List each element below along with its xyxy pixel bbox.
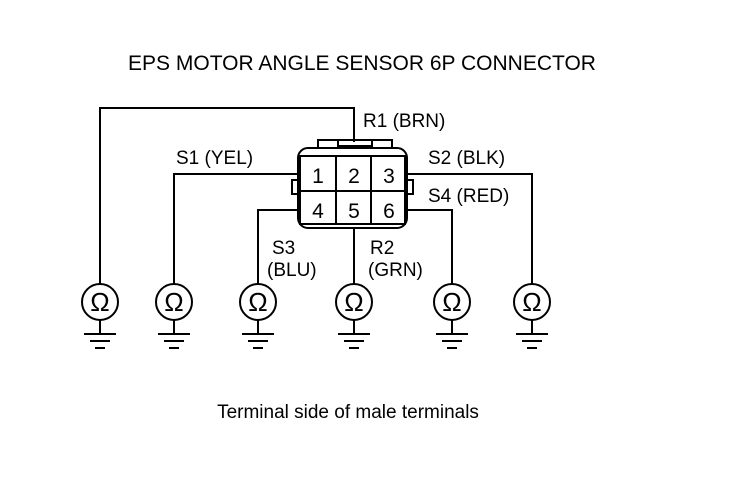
ohmmeter-r1: Ω xyxy=(81,283,119,349)
connector-6p: 1 2 3 4 5 6 xyxy=(291,139,414,229)
label-s2: S2 (BLK) xyxy=(428,148,505,169)
ohm-symbol: Ω xyxy=(442,287,461,317)
ground-icon xyxy=(516,333,548,349)
connector-rib-right xyxy=(407,179,414,195)
label-s3-line1: S3 xyxy=(272,238,295,259)
ohm-symbol: Ω xyxy=(344,287,363,317)
connector-rib-left xyxy=(291,179,298,195)
label-s3-line2: (BLU) xyxy=(267,260,317,281)
wire-s1 xyxy=(173,173,298,284)
ohmmeter-s4: Ω xyxy=(433,283,471,349)
label-r2-line2: (GRN) xyxy=(368,260,423,281)
pin-1: 1 xyxy=(312,165,324,188)
ohmmeter-s2: Ω xyxy=(513,283,551,349)
ohm-symbol: Ω xyxy=(248,287,267,317)
label-r2-line1: R2 xyxy=(370,238,394,259)
diagram-caption: Terminal side of male terminals xyxy=(217,402,479,423)
ohmmeter-s1: Ω xyxy=(155,283,193,349)
ground-icon xyxy=(436,333,468,349)
wire-s3 xyxy=(257,209,298,284)
ground-icon xyxy=(338,333,370,349)
ohmmeter-s3: Ω xyxy=(239,283,277,349)
pin-2: 2 xyxy=(348,165,360,188)
label-r1: R1 (BRN) xyxy=(363,111,445,132)
wire-s4 xyxy=(407,209,453,284)
wire-r1 xyxy=(99,107,355,284)
connector-lock-tab xyxy=(317,139,393,148)
pin-3: 3 xyxy=(383,165,395,188)
connector-housing xyxy=(297,147,408,229)
pin-5: 5 xyxy=(348,200,360,223)
diagram-title: EPS MOTOR ANGLE SENSOR 6P CONNECTOR xyxy=(128,52,596,75)
ohm-symbol: Ω xyxy=(164,287,183,317)
label-s1: S1 (YEL) xyxy=(176,148,253,169)
pin-6: 6 xyxy=(383,200,395,223)
ground-icon xyxy=(242,333,274,349)
label-s4: S4 (RED) xyxy=(428,186,509,207)
wires xyxy=(99,107,533,284)
pin-4: 4 xyxy=(312,200,324,223)
ohm-symbol: Ω xyxy=(522,287,541,317)
wire-s2 xyxy=(407,173,533,284)
wire-labels: R1 (BRN) S1 (YEL) S2 (BLK) S4 (RED) S3 (… xyxy=(176,111,509,281)
ohm-symbol: Ω xyxy=(90,287,109,317)
ground-icon xyxy=(84,333,116,349)
ohmmeter-r2: Ω xyxy=(335,283,373,349)
connector-lock-detail xyxy=(337,140,373,147)
ground-icon xyxy=(158,333,190,349)
